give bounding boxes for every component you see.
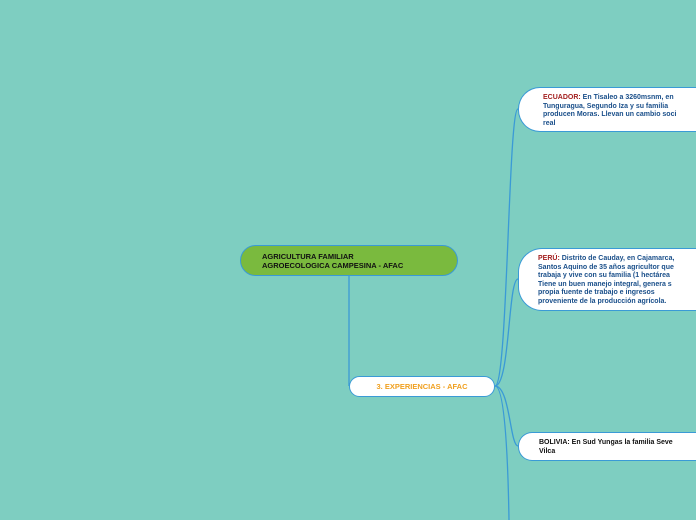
leaf-peru-line-5: propia fuente de trabajo e ingresos [538,289,655,297]
leaf-bolivia-line-1: BOLIVIA: En Sud Yungas la familia Seve [539,439,673,446]
leaf-peru[interactable]: PERÚ: Distrito de Cauday, en Cajamarca, … [518,248,696,311]
leaf-peru-line-4: Tiene un buen manejo integral, genera s [538,280,672,288]
leaf-peru-line-3: trabaja y vive con su familia (1 hectáre… [538,272,670,280]
leaf-ecuador-line-1: ECUADOR: En Tisaleo a 3260msnm, en [543,94,674,101]
leaf-peru-line-2: Santos Aquino de 35 años agricultor que [538,263,674,271]
country-label: ECUADOR: [543,94,581,101]
connector-hub-peru [494,278,519,387]
root-topic-line-2: AGROECOLOGICA CAMPESINA - AFAC [262,261,404,270]
connector-hub-bolivia [494,385,519,447]
root-topic[interactable]: AGRICULTURA FAMILIAR AGROECOLOGICA CAMPE… [240,245,458,276]
country-label: PERÚ: [538,255,560,262]
connector-hub-ecuador [494,108,519,387]
leaf-ecuador-line-2: Tunguragua, Segundo Iza y su familia [543,102,669,110]
country-label: BOLIVIA: [539,439,570,446]
connector-hub-offscreen [494,385,510,520]
subtopic-experiencias[interactable]: 3. EXPERIENCIAS - AFAC [349,376,495,397]
leaf-ecuador[interactable]: ECUADOR: En Tisaleo a 3260msnm, en Tungu… [518,87,696,132]
leaf-bolivia-line-2: Vilca [539,447,556,455]
leaf-bolivia[interactable]: BOLIVIA: En Sud Yungas la familia Seve V… [518,432,696,461]
leaf-ecuador-line-3: producen Moras. Llevan un cambio soci [543,111,677,119]
leaf-peru-line-6: proveniente de la producción agrícola. [538,297,667,305]
leaf-peru-line-1: PERÚ: Distrito de Cauday, en Cajamarca, [538,255,675,262]
root-topic-line-1: AGRICULTURA FAMILIAR [262,252,354,261]
leaf-ecuador-line-4: real [543,119,556,127]
subtopic-label: 3. EXPERIENCIAS - AFAC [376,382,468,391]
